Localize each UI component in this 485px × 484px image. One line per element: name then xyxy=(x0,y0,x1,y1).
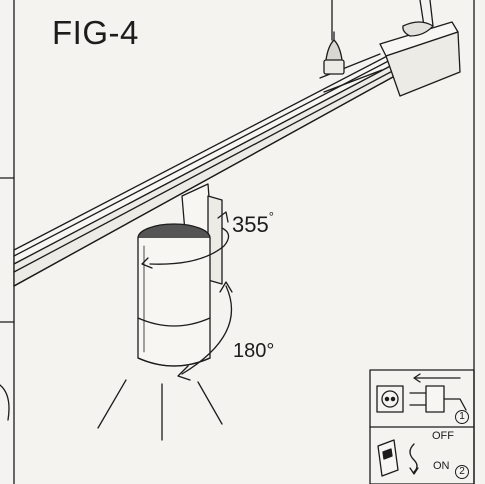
track-rail xyxy=(13,21,461,287)
vertical-rotation-label: 180° xyxy=(233,340,275,362)
switch-off-label: OFF xyxy=(432,430,454,442)
switch-on-label: ON xyxy=(433,460,450,472)
rail-connector xyxy=(323,31,345,75)
horizontal-rotation-unit: ° xyxy=(268,209,274,224)
spotlight-body xyxy=(137,223,211,367)
light-rays xyxy=(97,379,223,441)
horizontal-rotation-arrow xyxy=(141,211,230,269)
horizontal-rotation-value: 355 xyxy=(232,212,269,237)
left-edge-arc xyxy=(0,384,10,421)
step-number-1: 1 xyxy=(455,410,469,424)
rocker-switch-icon xyxy=(377,439,419,477)
ceiling-cable xyxy=(331,0,434,41)
figure-title: FIG-4 xyxy=(52,14,139,51)
socket-and-plug-icon xyxy=(376,373,467,413)
step-number-2: 2 xyxy=(455,465,469,479)
horizontal-rotation-label: 355° xyxy=(232,209,274,238)
vertical-rotation-arrow xyxy=(177,281,233,381)
